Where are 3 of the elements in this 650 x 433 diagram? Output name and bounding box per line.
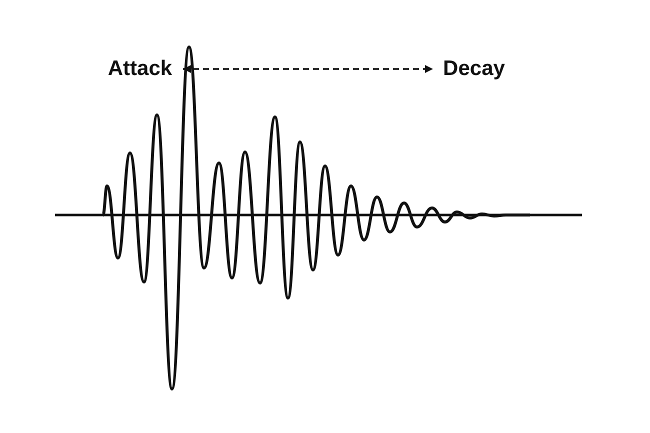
phase-label: Decay (434, 55, 514, 83)
double-arrow (183, 65, 433, 73)
phase-label: Attack (98, 55, 182, 83)
